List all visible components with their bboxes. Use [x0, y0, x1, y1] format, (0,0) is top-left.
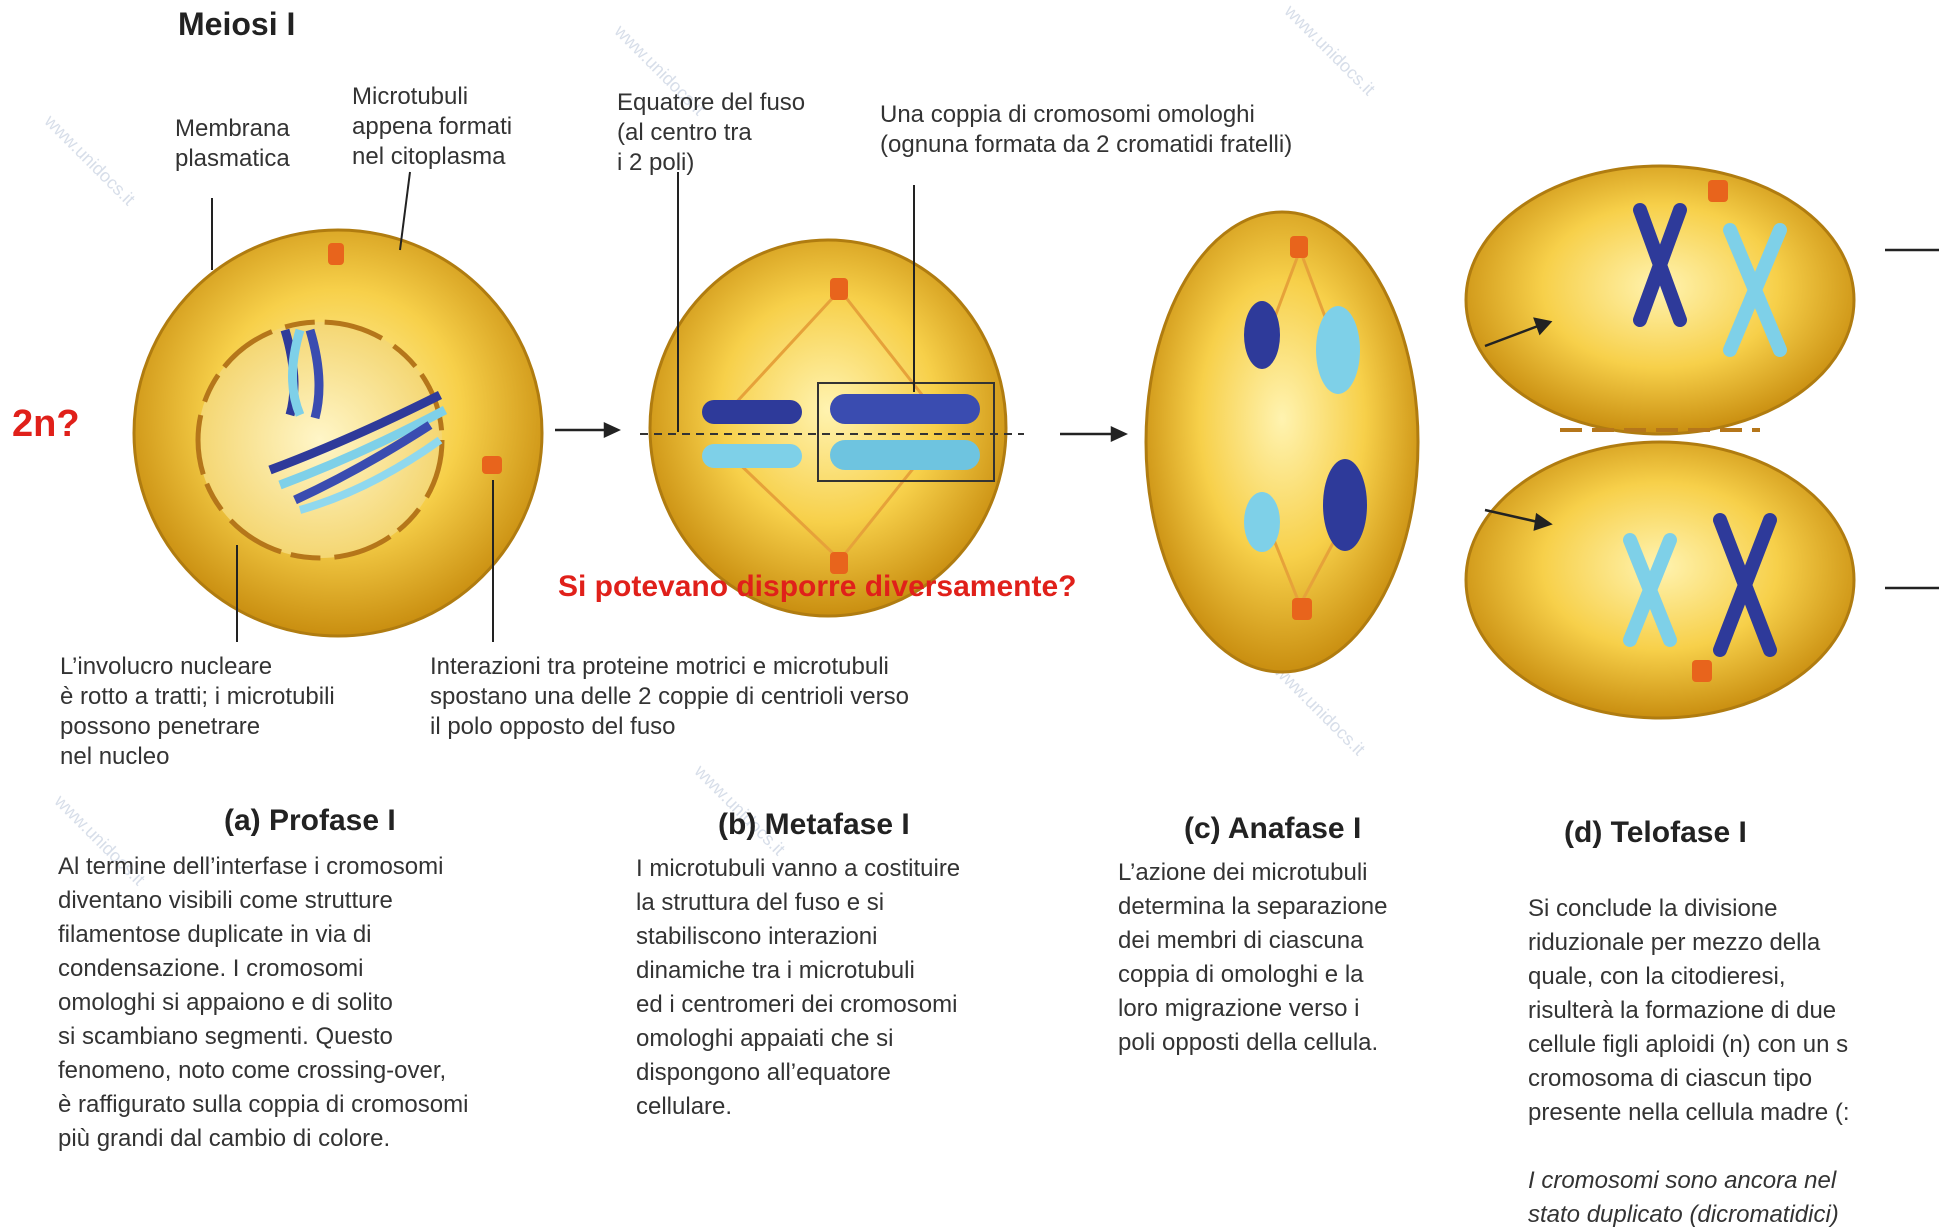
label-microtubuli: Microtubuli appena formati nel citoplasm… — [352, 82, 512, 172]
label-involucro: L’involucro nucleare è rotto a tratti; i… — [60, 652, 335, 772]
phase-title-c: (c) Anafase I — [1184, 812, 1361, 846]
cell-anaphase — [1146, 212, 1418, 672]
phase-text-d: Si conclude la divisione riduzionale per… — [1528, 858, 1939, 1232]
phase-text-c: L’azione dei microtubuli determina la se… — [1118, 856, 1388, 1060]
page-title: Meiosi I — [178, 6, 295, 43]
phase-title-a: (a) Profase I — [224, 804, 396, 838]
centriole-right — [482, 456, 502, 474]
cell-telophase — [1466, 166, 1854, 718]
phase-title-b: (b) Metafase I — [718, 808, 910, 842]
label-membrana: Membrana plasmatica — [175, 114, 290, 174]
label-coppia: Una coppia di cromosomi omologhi (ognuna… — [880, 100, 1292, 160]
centriole-top — [328, 243, 344, 265]
label-interazioni: Interazioni tra proteine motrici e micro… — [430, 652, 909, 742]
label-equatore: Equatore del fuso (al centro tra i 2 pol… — [617, 88, 805, 178]
cell-prophase — [134, 230, 542, 636]
phase-text-a: Al termine dell’interfase i cromosomi di… — [58, 850, 468, 1156]
phase-title-d: (d) Telofase I — [1564, 816, 1747, 850]
question-arrangement: Si potevano disporre diversamente? — [558, 570, 1076, 604]
question-ploidy: 2n? — [12, 403, 80, 446]
phase-text-d-plain: Si conclude la divisione riduzionale per… — [1528, 895, 1850, 1126]
phase-text-d-italic: I cromosomi sono ancora nel stato duplic… — [1528, 1167, 1839, 1228]
phase-text-b: I microtubuli vanno a costituire la stru… — [636, 852, 960, 1124]
cell-metaphase — [640, 240, 1024, 616]
